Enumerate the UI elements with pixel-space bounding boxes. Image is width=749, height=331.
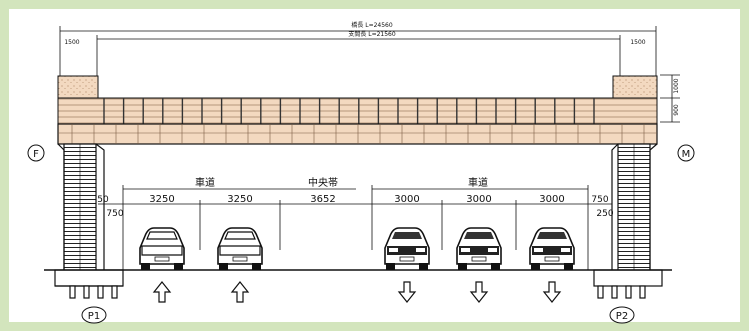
car-left-lane-2: [217, 227, 263, 271]
left-footing: [54, 269, 124, 299]
road-dimension-lines: [98, 185, 612, 270]
svg-text:P2: P2: [616, 311, 628, 322]
car-right-lane-1: [384, 227, 430, 271]
span-length-label: 支間長 L=21560: [348, 30, 396, 38]
girder-ribs: [71, 124, 645, 144]
total-length-label: 橋長 L=24560: [351, 21, 393, 29]
left-lane-1-width: 3250: [149, 194, 174, 205]
left-edge-width-a: 50: [97, 195, 109, 205]
left-circle-marker: F: [27, 144, 45, 162]
right-edge-width-a: 750: [591, 195, 608, 205]
right-circle-marker: M: [677, 144, 695, 162]
handrail-posts: [103, 98, 595, 124]
svg-text:P1: P1: [88, 311, 100, 322]
pier-label-p1: P1: [81, 306, 107, 324]
height-top-dimension: 1000: [673, 78, 680, 93]
left-lane-2-width: 3250: [227, 194, 252, 205]
right-lane-3-width: 3000: [539, 194, 564, 205]
right-stair-column: [611, 143, 658, 277]
car-right-lane-3: [529, 227, 575, 271]
height-bottom-dimension: 900: [673, 104, 680, 116]
left-end-dimension: 1500: [64, 39, 79, 46]
right-lane-1-width: 3000: [394, 194, 419, 205]
car-right-lane-2: [456, 227, 502, 271]
arrow-down-icon: [398, 281, 416, 303]
median-label: 中央帯: [308, 176, 338, 189]
deck-girder: [57, 123, 658, 145]
arrow-down-icon: [543, 281, 561, 303]
handrail: [57, 97, 658, 125]
left-edge-width-b: 750: [106, 209, 123, 219]
car-left-lane-1: [139, 227, 185, 271]
svg-text:F: F: [33, 149, 39, 160]
median-width: 3652: [310, 194, 335, 205]
right-footing: [593, 269, 663, 299]
right-end-dimension: 1500: [630, 39, 645, 46]
left-stair-column: [57, 143, 105, 277]
svg-text:M: M: [682, 149, 691, 160]
right-carriageway-label: 車道: [468, 176, 488, 189]
arrow-up-icon: [231, 281, 249, 303]
arrow-up-icon: [153, 281, 171, 303]
arrow-down-icon: [470, 281, 488, 303]
right-edge-width-b: 250: [596, 209, 613, 219]
pier-label-p2: P2: [609, 306, 635, 324]
left-carriageway-label: 車道: [195, 176, 215, 189]
right-lane-2-width: 3000: [466, 194, 491, 205]
